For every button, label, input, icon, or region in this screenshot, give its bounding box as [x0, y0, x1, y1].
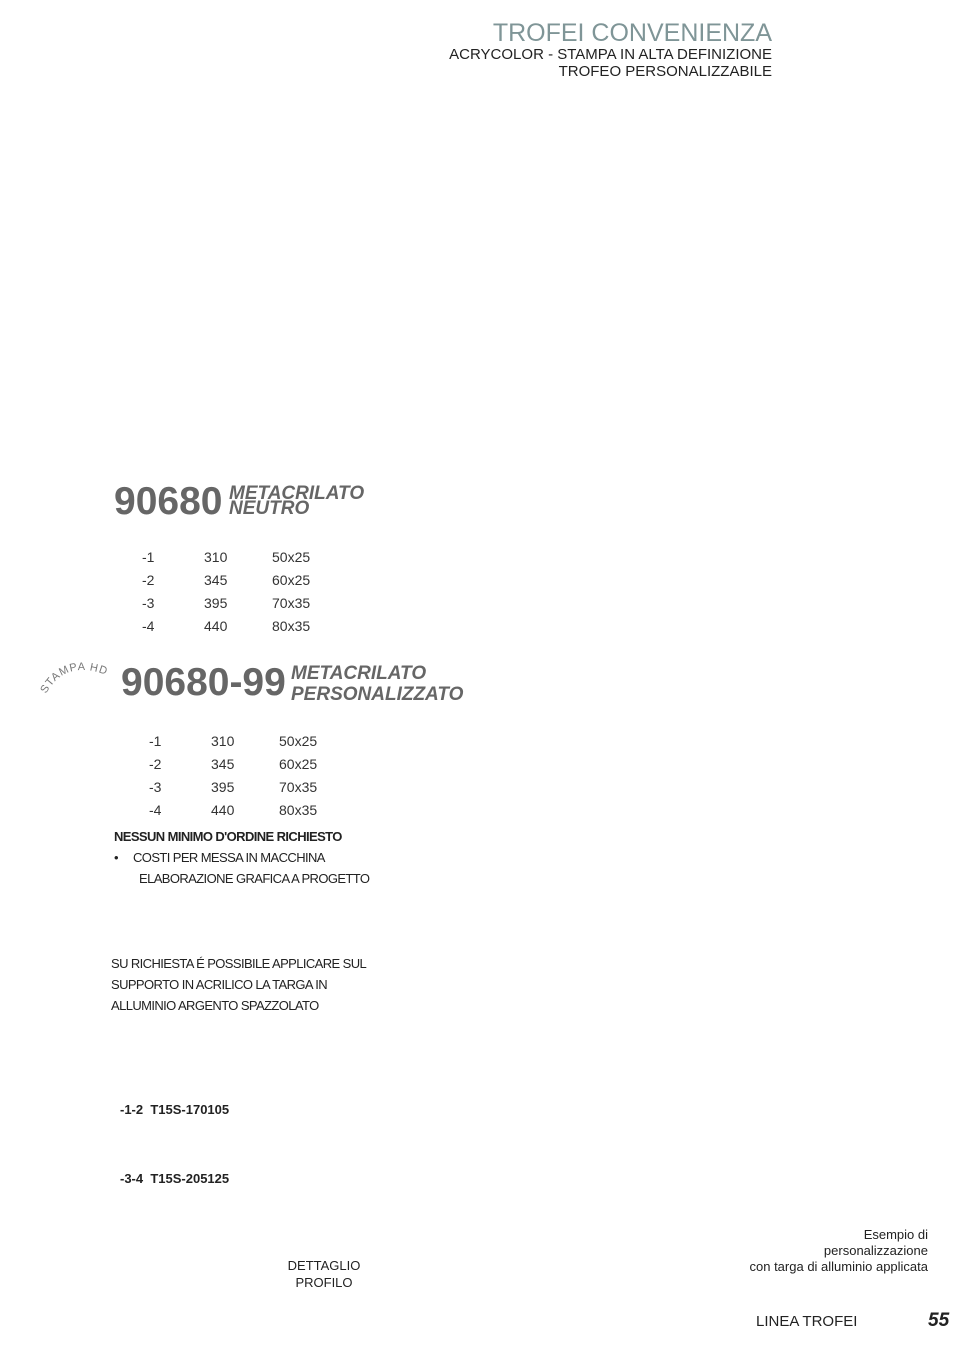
variant-cell: -4 [149, 801, 162, 818]
caption-line: personalizzazione [823, 1243, 928, 1258]
table-row: -4 440 80x35 [142, 614, 332, 637]
caption-line: Esempio di [863, 1227, 928, 1242]
plate-code: -3-4 T15S-205125 [120, 1171, 230, 1186]
price-cell: 345 [211, 755, 235, 772]
plate-code: -1-2 T15S-170105 [120, 1102, 230, 1117]
price-cell: 310 [204, 548, 228, 565]
variant-cell: -3 [149, 778, 162, 795]
product-code-1: 90680 [114, 480, 223, 523]
table-row: -4 440 80x35 [149, 798, 339, 821]
table-row: -1 310 50x25 [142, 545, 332, 568]
variant-cell: -3 [142, 594, 155, 611]
table-row: -3 395 70x35 [142, 591, 332, 614]
size-cell: 70x35 [279, 778, 318, 795]
variant-cell: -1 [149, 732, 162, 749]
desc-line: PERSONALIZZATO [291, 684, 464, 705]
plate-note: SU RICHIESTA É POSSIBILE APPLICARE SUL S… [111, 953, 367, 1016]
plate-line: ALLUMINIO ARGENTO SPAZZOLATO [111, 998, 319, 1013]
header-subtitle: ACRYCOLOR - STAMPA IN ALTA DEFINIZIONE [449, 46, 772, 63]
plate-line: SUPPORTO IN ACRILICO LA TARGA IN [111, 977, 328, 992]
price-cell: 395 [211, 778, 235, 795]
price-cell: 395 [204, 594, 228, 611]
size-cell: 80x35 [272, 617, 311, 634]
caption-line: PROFILO [295, 1275, 353, 1290]
price-cell: 440 [211, 801, 235, 818]
bullet-text: ELABORAZIONE GRAFICA A PROGETTO [139, 871, 370, 886]
min-order-note: NESSUN MINIMO D'ORDINE RICHIESTO [114, 829, 342, 844]
caption-line: con targa di alluminio applicata [749, 1259, 929, 1274]
price-cell: 440 [204, 617, 228, 634]
size-cell: 50x25 [279, 732, 318, 749]
footer-section: LINEA TROFEI [756, 1313, 858, 1330]
page-header: TROFEI CONVENIENZA ACRYCOLOR - STAMPA IN… [449, 20, 772, 80]
table-row: -3 395 70x35 [149, 775, 339, 798]
product-code-2: 90680-99 [121, 661, 286, 704]
variant-cell: -4 [142, 617, 155, 634]
example-caption: Esempio di personalizzazione con targa d… [750, 1227, 929, 1275]
product-desc-1: METACRILATO NEUTRO [229, 484, 364, 518]
table-row: -2 345 60x25 [142, 568, 332, 591]
page-number: 55 [928, 1310, 950, 1331]
detail-caption: DETTAGLIO PROFILO [264, 1257, 384, 1291]
stampa-hd-badge: STAMPA HD [38, 661, 109, 695]
price-cell: 345 [204, 571, 228, 588]
desc-line: METACRILATO [229, 483, 365, 504]
bullet-item: • COSTI PER MESSA IN MACCHINA [114, 850, 325, 865]
size-cell: 60x25 [279, 755, 318, 772]
table-row: -1 310 50x25 [149, 729, 339, 752]
price-cell: 310 [211, 732, 235, 749]
product-desc-2: METACRILATO PERSONALIZZATO [291, 664, 463, 704]
table-row: -2 345 60x25 [149, 752, 339, 775]
size-table-1: -1 310 50x25 -2 345 60x25 -3 395 70x35 -4 440 80x35 [142, 545, 332, 637]
size-cell: 70x35 [272, 594, 311, 611]
header-title: TROFEI CONVENIENZA [492, 19, 772, 47]
svg-text:STAMPA HD: STAMPA HD [38, 661, 109, 695]
header-subtitle-2: TROFEO PERSONALIZZABILE [558, 63, 772, 80]
variant-cell: -2 [149, 755, 162, 772]
plate-line: SU RICHIESTA É POSSIBILE APPLICARE SUL [111, 956, 367, 971]
order-notes: NESSUN MINIMO D'ORDINE RICHIESTO • COSTI… [114, 826, 370, 889]
variant-cell: -1 [142, 548, 155, 565]
plate-codes: -1-2 T15S-170105 -3-4 T15S-205125 [120, 1052, 229, 1236]
bullet-text: COSTI PER MESSA IN MACCHINA [133, 850, 325, 865]
size-cell: 60x25 [272, 571, 311, 588]
caption-line: DETTAGLIO [287, 1258, 361, 1273]
size-cell: 50x25 [272, 548, 311, 565]
desc-line: NEUTRO [229, 498, 310, 519]
size-table-2: -1 310 50x25 -2 345 60x25 -3 395 70x35 -4 440 80x35 [149, 729, 339, 821]
size-cell: 80x35 [279, 801, 318, 818]
desc-line: METACRILATO [291, 663, 427, 684]
variant-cell: -2 [142, 571, 155, 588]
